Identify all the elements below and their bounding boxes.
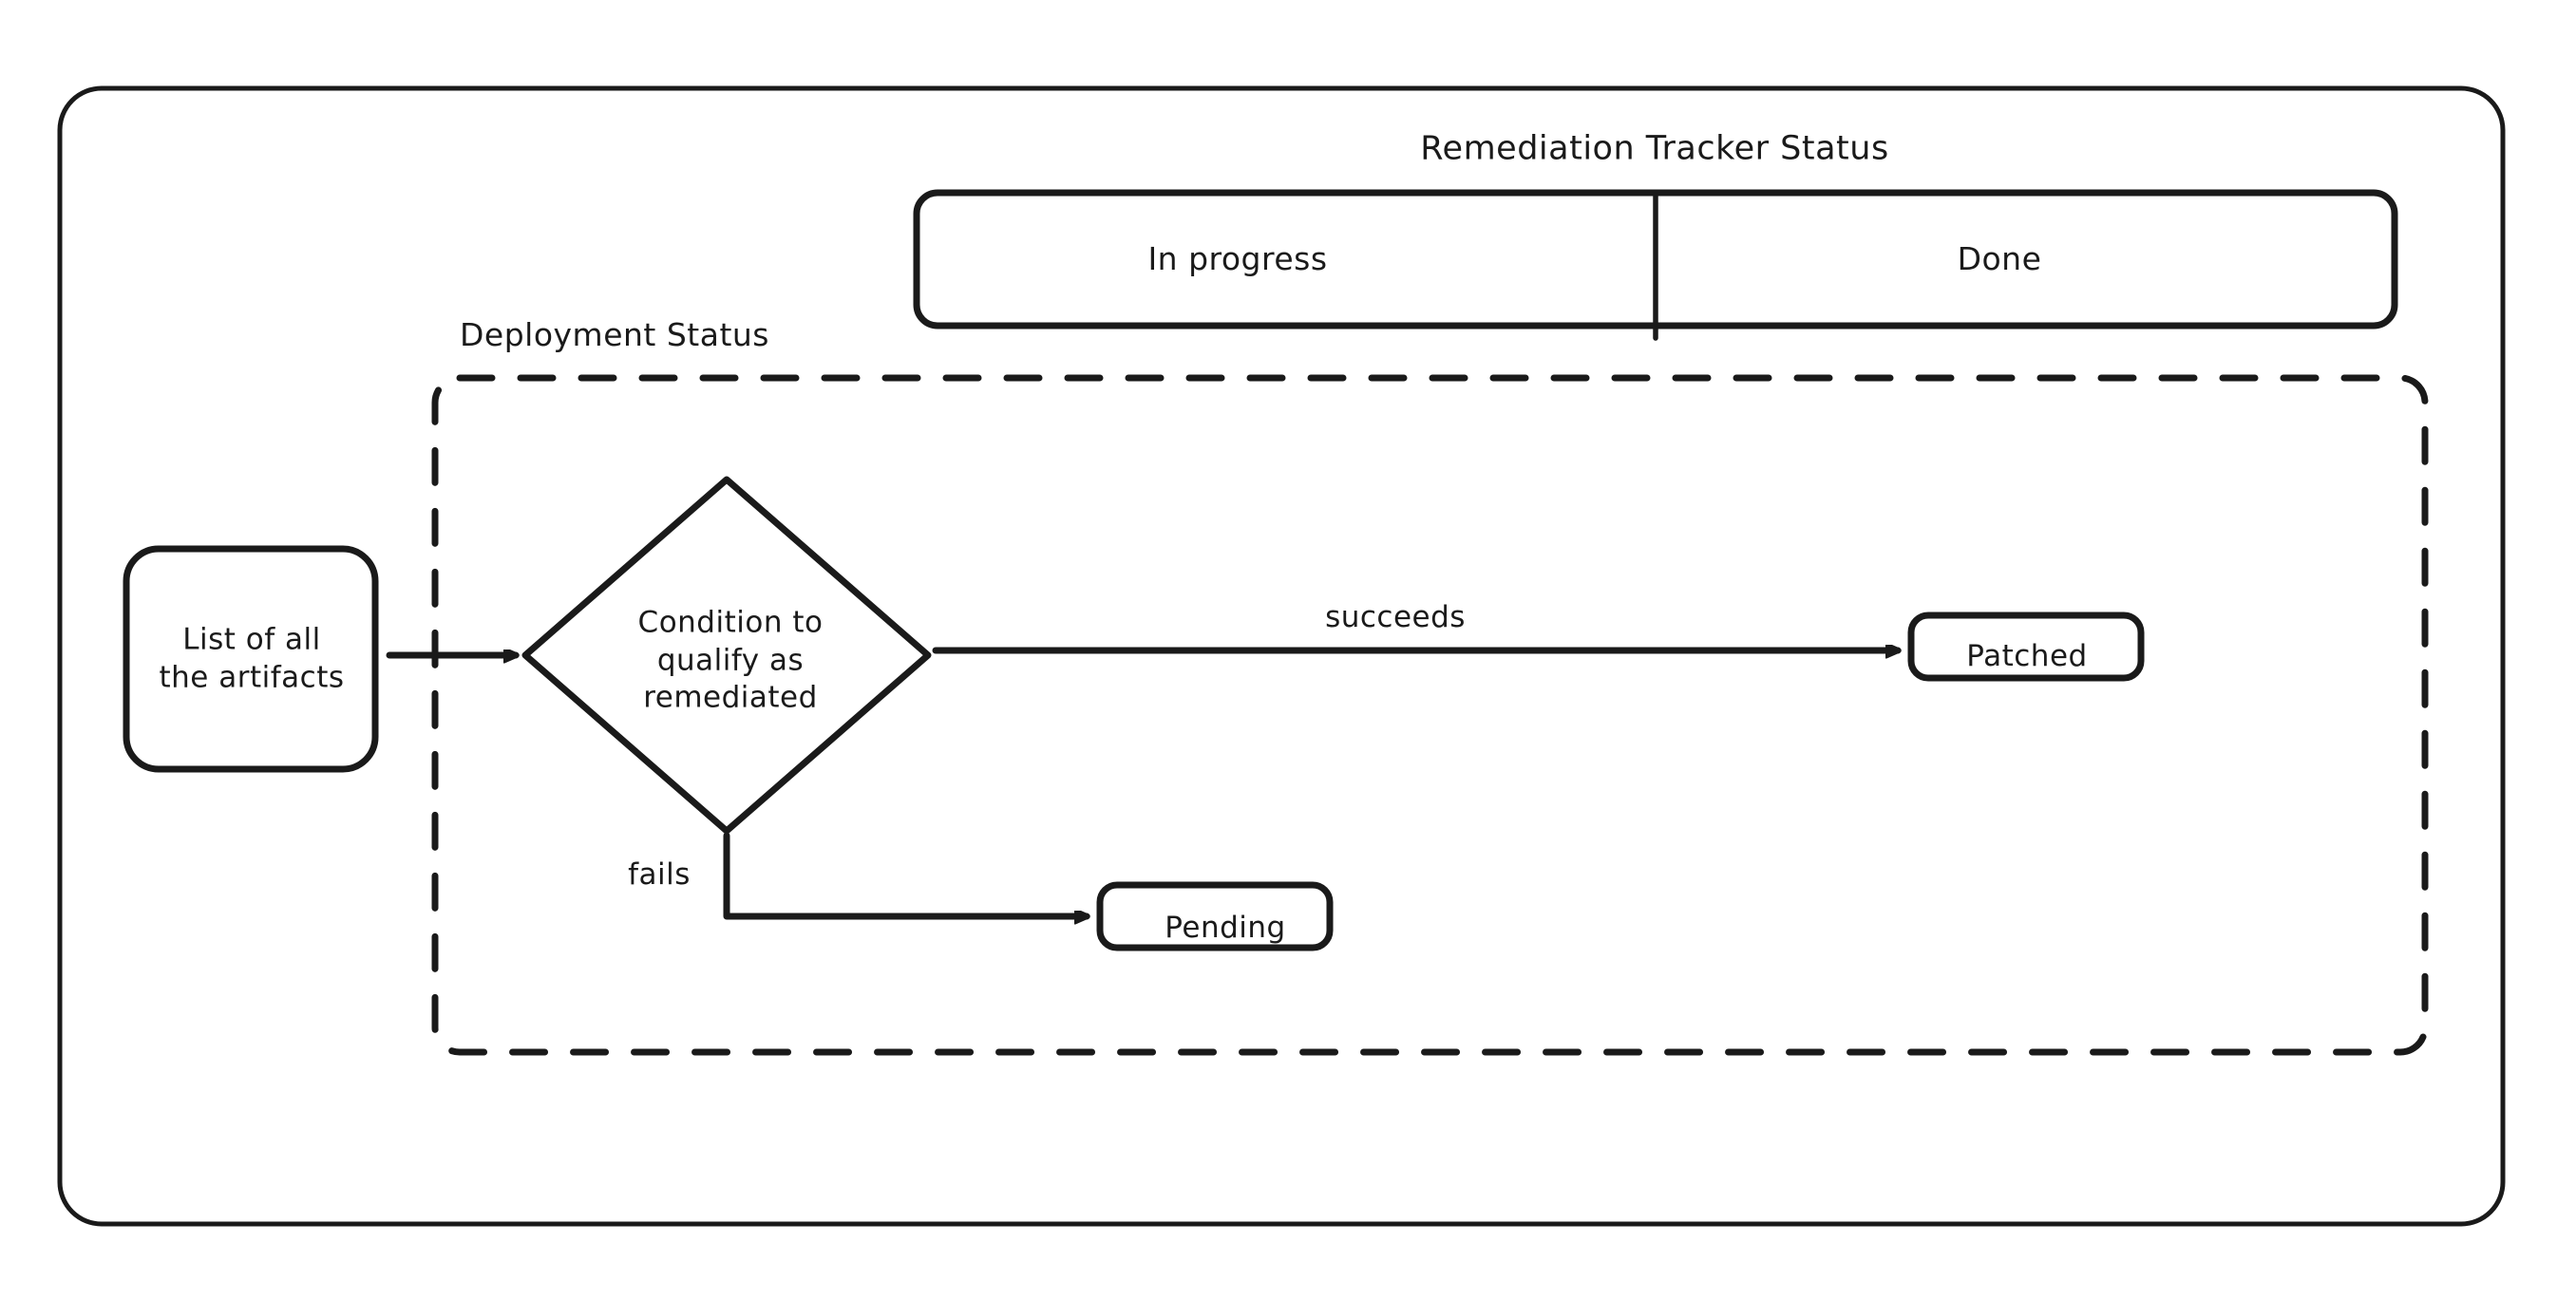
tracker-cell-in-progress-region[interactable]	[917, 193, 1656, 326]
node-patched-shape	[1907, 612, 2145, 682]
node-source[interactable]	[126, 549, 375, 769]
remediation-tracker-title: Remediation Tracker Status	[1420, 129, 1889, 168]
node-decision-shape	[521, 476, 932, 835]
node-patched[interactable]	[1911, 615, 2141, 678]
node-source-shape	[123, 545, 379, 773]
deployment-status-label: Deployment Status	[460, 316, 769, 353]
deployment-status-group	[431, 374, 2429, 1056]
outer-container	[57, 85, 2506, 1227]
node-pending-shape	[1096, 881, 1334, 951]
node-pending-label: Pending	[1165, 911, 1286, 946]
edge-label-fails: fails	[628, 857, 691, 893]
tracker-cell-done[interactable]: Done	[1957, 239, 2042, 277]
edge-label-succeeds: succeeds	[1325, 600, 1466, 635]
node-decision-label: Condition to qualify as remediated	[637, 605, 824, 715]
node-patched-label: Patched	[1966, 639, 2088, 674]
edge-decision-to-pending	[723, 832, 1087, 916]
tracker-cell-done-region[interactable]	[1656, 193, 2395, 326]
node-source-label: List of all the artifacts	[159, 622, 345, 694]
tracker-cell-in-progress[interactable]: In progress	[1147, 239, 1328, 277]
node-pending[interactable]	[1100, 885, 1330, 948]
